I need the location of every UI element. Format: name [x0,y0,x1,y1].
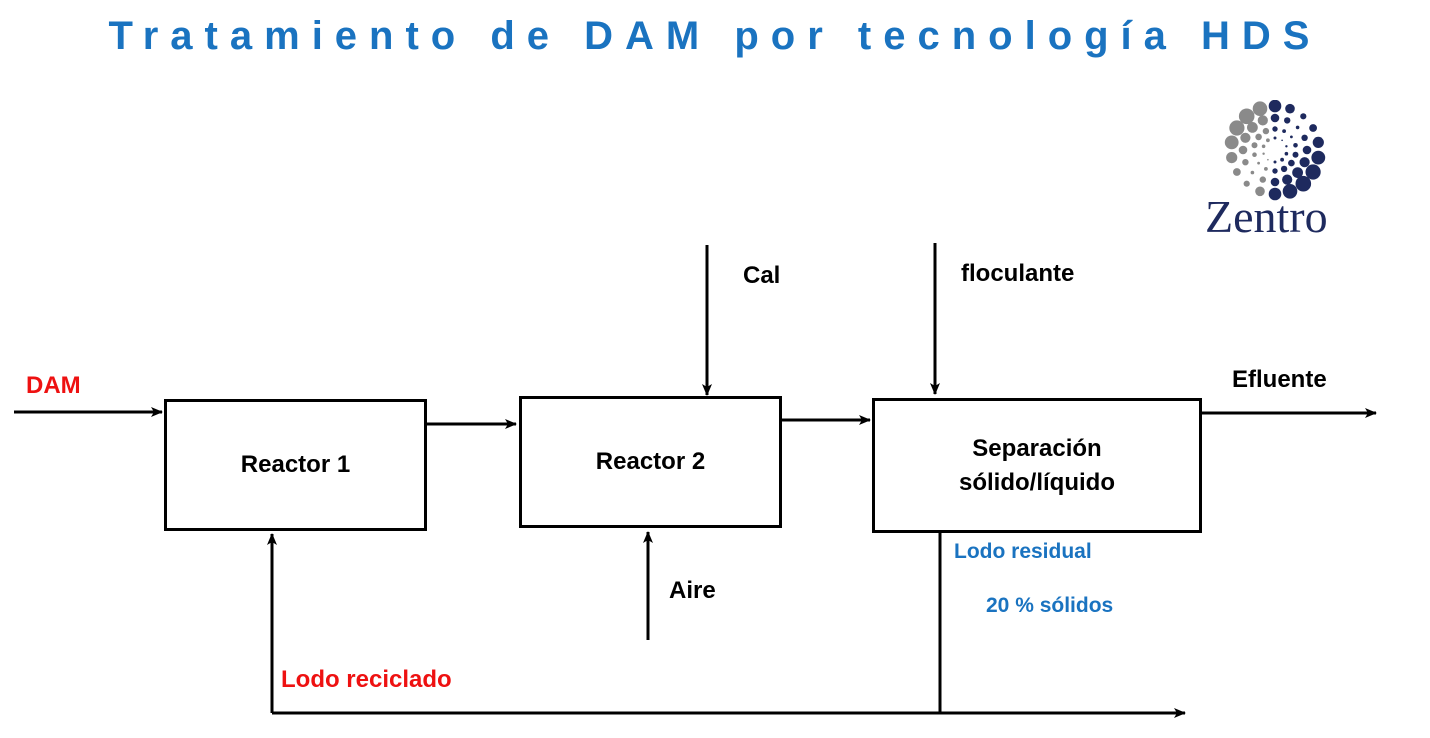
logo-dot [1229,120,1245,136]
logo-dot [1247,122,1258,133]
separacion-label-line2: sólido/líquido [959,468,1115,496]
aire-label: Aire [669,577,716,604]
logo-dot [1282,174,1293,185]
logo-dot [1280,165,1288,173]
lodo-reciclado-label: Lodo reciclado [281,666,452,693]
cal-label: Cal [743,262,781,289]
logo-dot [1238,108,1255,125]
logo-dot [1282,184,1298,199]
logo-dot [1290,135,1293,139]
logo-dot [1299,157,1310,168]
logo-dot [1243,180,1250,187]
logo-dot [1226,152,1238,164]
logo-dot [1257,161,1260,165]
logo-dot [1224,135,1239,150]
logo-dot [1267,158,1269,161]
logo-dot [1312,136,1324,148]
logo-dot [1302,145,1312,155]
logo-dot [1280,157,1284,162]
zentro-logo-icon [1224,100,1326,201]
logo-dot [1288,159,1295,167]
logo-dot [1284,117,1291,124]
logo-dot [1266,138,1270,143]
logo-dot [1262,152,1265,155]
logo-dot [1270,177,1280,187]
logo-dot [1252,101,1268,116]
logo-dot [1282,129,1286,133]
logo-dot [1238,145,1248,155]
dam-label: DAM [26,372,81,399]
separacion-box: Separación sólido/líquido [872,398,1202,533]
logo-dot [1272,126,1278,132]
logo-dot [1284,151,1289,156]
logo-dot [1240,132,1251,143]
efluente-label: Efluente [1232,366,1327,393]
logo-dot [1250,170,1255,175]
floculante-label: floculante [961,260,1075,287]
logo-dot [1242,159,1249,166]
logo-dot [1292,167,1303,178]
logo-dot [1251,142,1258,149]
logo-dot [1292,151,1299,158]
separacion-label-line1: Separación [972,434,1102,462]
lodo-residual-label: Lodo residual [954,540,1092,563]
logo-dot [1255,186,1265,197]
logo-dot [1257,115,1268,126]
logo-dot [1272,168,1278,174]
logo-dot [1301,134,1308,141]
logo-dot [1252,152,1257,157]
logo-dot [1233,168,1241,176]
reactor-2-label: Reactor 2 [595,448,706,476]
logo-dot [1300,113,1307,120]
logo-dot [1295,125,1300,130]
logo-dot [1262,127,1270,135]
solidos-label: 20 % sólidos [986,594,1114,617]
logo-dot [1268,187,1282,201]
logo-dot [1309,124,1317,132]
logo-dot [1281,139,1283,142]
logo-dot [1285,145,1288,148]
page-title: Tratamiento de DAM por tecnología HDS [108,14,1322,58]
logo-dot [1293,143,1298,148]
logo-dot [1261,144,1266,149]
reactor-2-box: Reactor 2 [519,396,782,528]
logo-dot [1264,167,1268,171]
logo-dot [1273,136,1277,140]
logo-dot [1268,100,1282,113]
reactor-1-label: Reactor 1 [240,451,351,479]
logo-dot [1259,176,1266,183]
logo-dot [1255,133,1262,141]
logo-text: Zentro [1205,191,1328,242]
logo-dot [1311,150,1326,165]
logo-dot [1270,113,1280,123]
logo-dot [1305,164,1321,180]
logo-dot [1273,160,1277,164]
logo-dot [1295,175,1312,192]
reactor-1-box: Reactor 1 [164,399,427,531]
logo-dot [1285,103,1295,114]
